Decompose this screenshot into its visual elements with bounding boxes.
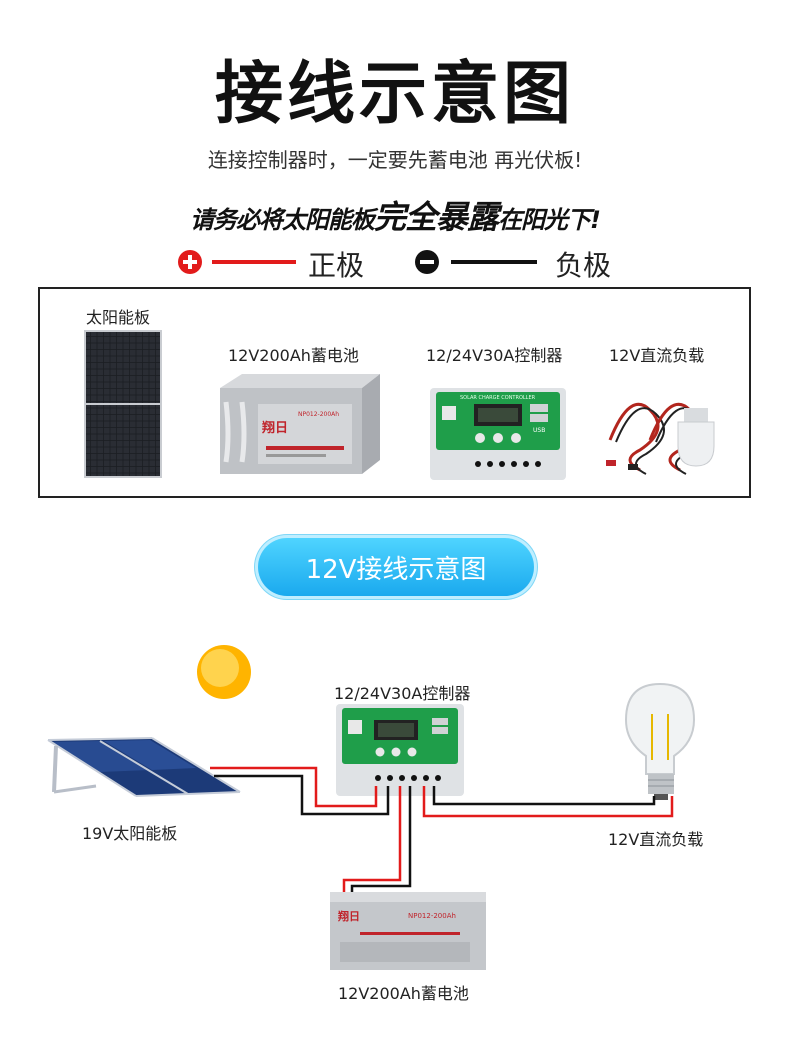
controller-brand-text: SOLAR CHARGE CONTROLLER — [460, 395, 536, 401]
warning-emphasis: 完全暴露 — [374, 198, 499, 236]
battery-brand: 翔日 — [261, 420, 288, 436]
warning-banner: 请务必将太阳能板完全暴露在阳光下! — [0, 192, 790, 238]
battery-caption: 12V200Ah蓄电池 — [228, 346, 359, 365]
battery-image: 翔日 NP012-200Ah — [220, 374, 380, 474]
page-title: 接线示意图 — [214, 55, 575, 134]
warning-post: 在阳光下! — [498, 206, 601, 234]
wiring-diagram: 翔日 NP012-200Ah — [47, 645, 696, 970]
diagram-battery-caption: 12V200Ah蓄电池 — [338, 984, 469, 1003]
solar-panel-image — [84, 330, 162, 478]
panel-caption: 太阳能板 — [86, 308, 151, 327]
sun-icon — [197, 645, 251, 699]
positive-label: 正极 — [308, 249, 365, 282]
diagram-battery-model: NP012-200Ah — [408, 912, 456, 920]
battery-diagram: 翔日 NP012-200Ah — [330, 892, 486, 970]
positive-legend-icon — [178, 250, 296, 274]
bulb-diagram — [624, 682, 696, 800]
controller-caption: 12/24V30A控制器 — [426, 346, 563, 365]
controller-usb-label: USB — [533, 427, 545, 434]
battery-model: NP012-200Ah — [298, 411, 339, 418]
components-box — [38, 287, 751, 498]
negative-label: 负极 — [555, 249, 612, 282]
negative-legend-icon — [415, 250, 537, 274]
diagram-load-caption: 12V直流负载 — [608, 830, 704, 849]
controller-image: SOLAR CHARGE CONTROLLER USB — [430, 388, 566, 480]
subtitle: 连接控制器时，一定要先蓄电池 再光伏板! — [207, 148, 583, 172]
diagram-panel-caption: 19V太阳能板 — [82, 824, 178, 843]
load-caption: 12V直流负载 — [609, 346, 705, 365]
warning-pre: 请务必将太阳能板 — [190, 206, 375, 234]
solar-panel-diagram — [47, 737, 241, 797]
dc-load-image — [606, 402, 715, 475]
section-title: 12V接线示意图 — [258, 538, 534, 596]
controller-diagram — [336, 704, 464, 796]
diagram-controller-caption: 12/24V30A控制器 — [334, 684, 471, 703]
diagram-battery-brand: 翔日 — [337, 909, 360, 923]
